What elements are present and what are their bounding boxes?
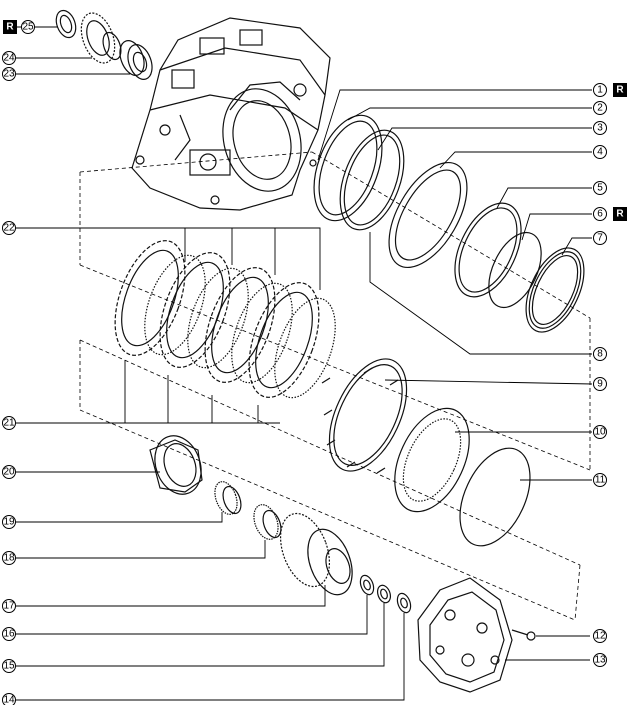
callout-13: 13 [593,653,607,667]
gear-19 [214,481,242,515]
svg-text:9: 9 [597,379,603,390]
callout-24: 24 [2,51,16,65]
callout-15: 15 [2,659,16,673]
svg-text:24: 24 [3,53,15,64]
snap-ring-6 [488,231,542,309]
snap-ring-25 [55,9,77,39]
washers-14-16 [359,574,412,614]
callout-5: 5 [593,181,607,195]
callout-3: 3 [593,121,607,135]
clutch-drum-10 [394,407,470,513]
svg-text:19: 19 [3,517,15,528]
gear-24 [80,12,122,64]
svg-text:R: R [6,22,14,33]
callout-8: 8 [593,347,607,361]
assembly-guides [79,151,591,621]
callout-10: 10 [593,425,607,439]
svg-text:25: 25 [22,22,34,33]
svg-text:20: 20 [3,467,15,478]
svg-text:2: 2 [597,103,603,114]
callout-17: 17 [2,599,16,613]
svg-text:12: 12 [594,631,606,642]
callout-25: 25 [21,20,35,34]
seal-5 [454,202,522,298]
callout-21: 21 [2,416,16,430]
svg-text:15: 15 [3,661,15,672]
callout-1: 1 [593,83,607,97]
refit-badge-6: R [613,207,627,221]
callout-22: 22 [2,221,16,235]
svg-text:14: 14 [3,695,15,705]
callout-6: 6 [593,207,607,221]
leader-lines [16,26,593,701]
svg-text:23: 23 [3,69,15,80]
callout-9: 9 [593,377,607,391]
svg-text:7: 7 [597,233,603,244]
piston-4 [388,161,468,269]
svg-text:6: 6 [597,209,603,220]
return-spring-7 [525,247,585,333]
callout-18: 18 [2,551,16,565]
callout-16: 16 [2,627,16,641]
svg-text:1: 1 [597,85,603,96]
svg-text:22: 22 [3,223,15,234]
callout-4: 4 [593,145,607,159]
svg-text:18: 18 [3,553,15,564]
svg-text:16: 16 [3,629,15,640]
callout-23: 23 [2,67,16,81]
gear-18 [253,504,282,540]
drum-17 [279,512,353,596]
refit-badge-1: R [613,83,627,97]
svg-text:5: 5 [597,183,603,194]
callout-14: 14 [2,693,16,705]
svg-text:3: 3 [597,123,603,134]
callout-20: 20 [2,465,16,479]
callout-7: 7 [593,231,607,245]
end-cover-13 [417,577,513,693]
callout-12: 12 [593,629,607,643]
callouts: 1 R 2 3 4 5 6 R 7 8 9 10 11 12 13 14 15 … [2,20,627,705]
o-ring-1 [309,159,317,167]
svg-text:17: 17 [3,601,15,612]
bearing-23 [119,40,153,80]
spring-plate-9 [321,358,408,474]
svg-text:8: 8 [597,349,603,360]
transmission-case [131,17,331,211]
bolt-12 [511,629,536,641]
svg-text:4: 4 [597,147,603,158]
callout-19: 19 [2,515,16,529]
svg-text:10: 10 [594,427,606,438]
carrier-20 [149,435,203,495]
svg-text:R: R [616,209,624,220]
svg-text:13: 13 [594,655,606,666]
snap-ring-11 [459,447,531,547]
svg-text:R: R [616,85,624,96]
callout-11: 11 [593,473,607,487]
svg-text:21: 21 [3,418,15,429]
svg-text:11: 11 [595,475,606,486]
callout-2: 2 [593,101,607,115]
clutch-plates [114,240,336,399]
refit-badge-25: R [3,20,17,34]
